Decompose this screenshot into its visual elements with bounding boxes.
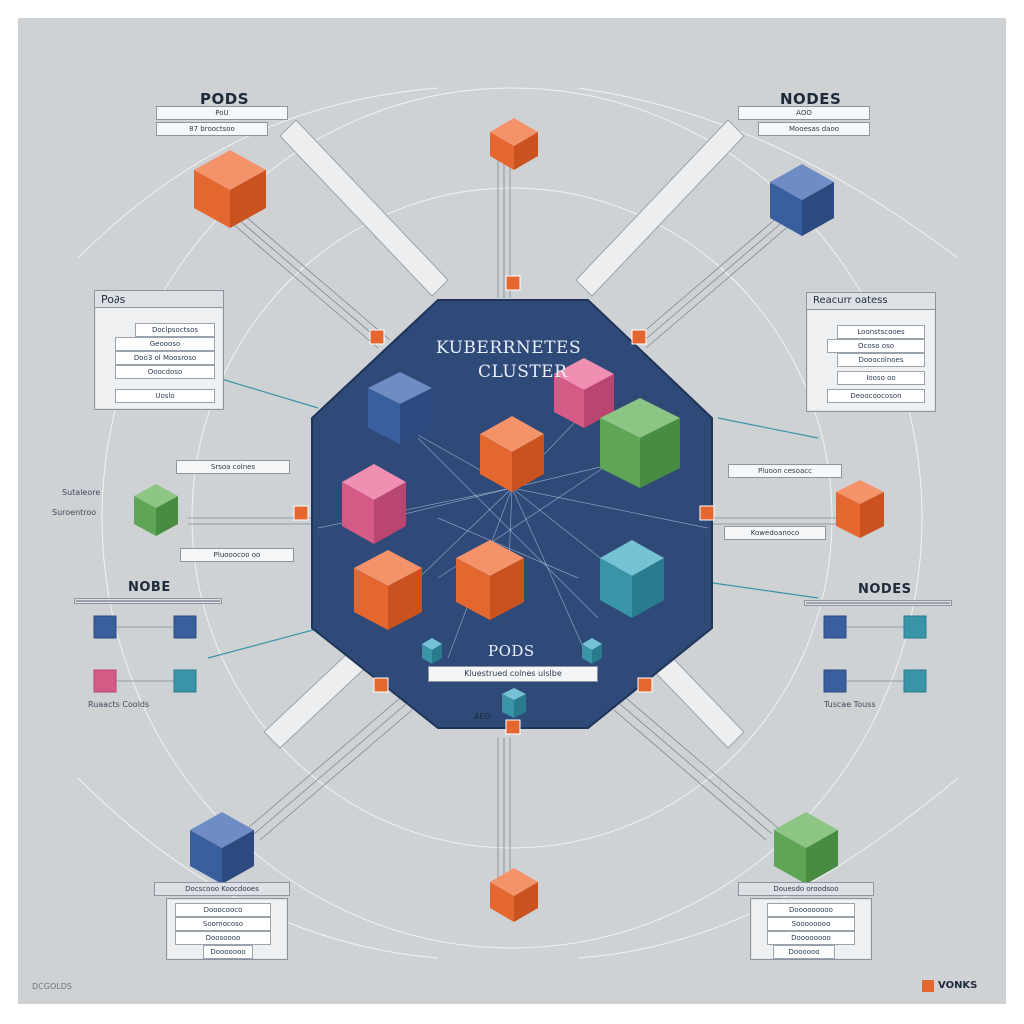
bottom-right-tag: Douesdo oroodsoo xyxy=(738,882,874,896)
bottom-left-row: Dooooooo xyxy=(203,945,253,959)
cube-icon xyxy=(190,812,254,884)
outer-orbit-ring xyxy=(101,87,923,949)
beam-top-right xyxy=(575,119,745,297)
right-nodes-bar xyxy=(804,600,952,606)
cluster-title-line2: CLUSTER xyxy=(478,362,568,382)
left-panel-header xyxy=(95,291,223,308)
diagram-canvas: KUBERRNETES CLUSTER PODS Kluestrued coln… xyxy=(18,18,1006,1004)
right-nodes-caption: Tuscae Touss xyxy=(824,700,876,709)
right-panel-row: Iooso oo xyxy=(837,371,925,385)
center-pods-caption: Kluestrued colnes ulslbe xyxy=(428,666,598,682)
cube-icon xyxy=(480,416,544,492)
bottom-left-row: Dooocooco xyxy=(175,903,271,917)
right-panel-row: Ocoso oso xyxy=(827,339,925,353)
left-panel-row: Doclpsoctsos xyxy=(135,323,215,337)
left-mid-label-3: Pluooocoo oo xyxy=(180,548,294,562)
cube-icon xyxy=(368,372,432,444)
cube-icon xyxy=(194,150,266,228)
cube-icon xyxy=(554,358,614,428)
node-icon xyxy=(505,275,521,291)
bottom-right-row: Doooooo xyxy=(773,945,835,959)
left-panel-row: Ooocdoso xyxy=(115,365,215,379)
node-icon xyxy=(369,329,385,345)
left-panel-title: Po∂s xyxy=(101,293,126,306)
node-icon xyxy=(637,677,653,693)
cube-icon xyxy=(770,164,834,236)
top-left-tag: 87 brooctsoo xyxy=(156,122,268,136)
node-icon xyxy=(631,329,647,345)
node-icon xyxy=(373,677,389,693)
cube-icon xyxy=(490,118,538,170)
left-nodes-bar xyxy=(74,598,222,604)
arc-top-right xyxy=(577,87,959,259)
right-nodes-title: NODES xyxy=(858,582,912,597)
cluster-title-line1: KUBERRNETES xyxy=(436,338,582,358)
bottom-right-row: Dooooooooo xyxy=(767,903,855,917)
cube-icon xyxy=(490,868,538,922)
left-panel-row: Doo3 ol Moosroso xyxy=(115,351,215,365)
top-right-subtitle: AOO xyxy=(738,106,870,120)
left-info-panel: Po∂s Doclpsoctsos Geoooso Doo3 ol Moosro… xyxy=(94,290,224,410)
left-nodes-title: NOBE xyxy=(128,580,171,595)
right-info-panel: Reacurr oatess Loonstscooes Ocoso oso Do… xyxy=(806,292,936,412)
left-panel-row: Uoslo xyxy=(115,389,215,403)
bottom-left-panel: Dooocooco Soomocoso Doosoooo Dooooooo xyxy=(166,898,288,960)
bottom-right-row: Soooooooo xyxy=(767,917,855,931)
node-icon xyxy=(823,615,927,693)
left-mid-label-2: Suroentroo xyxy=(52,508,97,517)
left-side-label: Sutaleore xyxy=(62,488,101,497)
bottom-left-row: Doosoooo xyxy=(175,931,271,945)
node-icon xyxy=(505,719,521,735)
right-panel-header xyxy=(807,293,935,310)
footer-left-text: DCGOLDS xyxy=(32,982,72,991)
right-panel-row: Loonstscooes xyxy=(837,325,925,339)
cube-icon xyxy=(354,550,422,630)
cube-icon xyxy=(600,398,680,488)
bottom-right-row: Doooooooo xyxy=(767,931,855,945)
right-mid-label-1: Pluoon cesoacc xyxy=(728,464,842,478)
cube-icon xyxy=(836,480,884,538)
cube-icon xyxy=(422,638,442,664)
center-pods-label: PODS xyxy=(488,642,535,660)
top-right-title: NODES xyxy=(780,90,842,108)
bottom-center-label: AEO xyxy=(474,712,491,721)
left-mid-label-1: Srsoa colnes xyxy=(176,460,290,474)
bottom-right-panel: Dooooooooo Soooooooo Doooooooo Doooooo xyxy=(750,898,872,960)
logo-icon xyxy=(922,980,934,992)
cube-icon xyxy=(774,812,838,884)
bottom-left-tag: Docscooo Koocdooes xyxy=(154,882,290,896)
top-left-subtitle: PoU xyxy=(156,106,288,120)
node-icon xyxy=(293,505,309,521)
top-right-tag: Mooesas daoo xyxy=(758,122,870,136)
node-icon xyxy=(93,615,197,693)
right-panel-title: Reacurr oatess xyxy=(813,295,888,306)
cube-icon xyxy=(134,484,178,536)
right-panel-row: Deoocoocoson xyxy=(827,389,925,403)
cube-icon xyxy=(582,638,602,664)
footer-logo-text: VONKS xyxy=(938,980,978,991)
right-panel-row: Dooocolnoes xyxy=(837,353,925,367)
node-icon xyxy=(699,505,715,521)
cube-layer xyxy=(93,118,927,922)
left-panel-row: Geoooso xyxy=(115,337,215,351)
bottom-left-row: Soomocoso xyxy=(175,917,271,931)
cube-icon xyxy=(600,540,664,618)
top-left-title: PODS xyxy=(200,90,249,108)
left-nodes-caption: Ruaacts Coolds xyxy=(88,700,150,709)
beam-top-left xyxy=(279,119,449,297)
cube-icon xyxy=(502,688,526,718)
cube-icon xyxy=(342,464,406,544)
right-mid-label-2: Kowedoanoco xyxy=(724,526,826,540)
cube-icon xyxy=(456,540,524,620)
